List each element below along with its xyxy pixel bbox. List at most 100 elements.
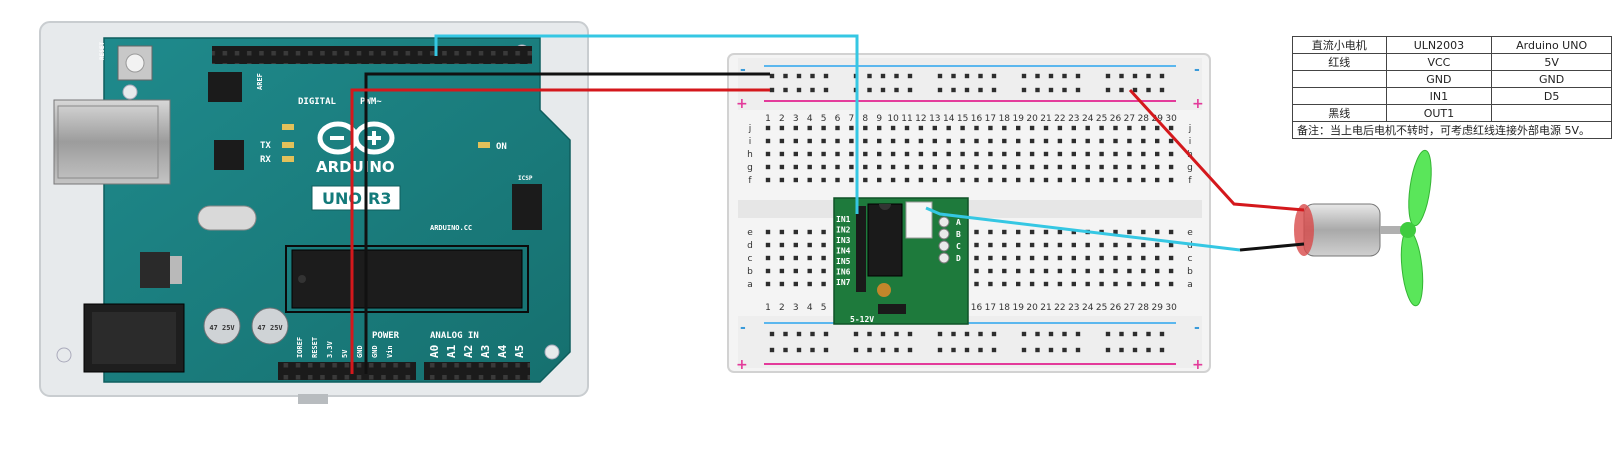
- power-pin-label: RESET: [311, 337, 319, 358]
- cyan-wire: [434, 34, 859, 214]
- column-number: 4: [807, 303, 813, 313]
- row-letter: c: [748, 254, 753, 264]
- digital-label: DIGITAL: [298, 97, 337, 107]
- column-number: 17: [985, 303, 996, 313]
- column-number: 30: [1165, 303, 1177, 313]
- module-output-label: A: [956, 218, 961, 227]
- table-cell: GND: [1491, 70, 1612, 88]
- column-number: 25: [1096, 114, 1107, 124]
- svg-text:47 25V: 47 25V: [257, 324, 283, 332]
- column-number: 11: [901, 114, 912, 124]
- table-header-row: 直流小电机 ULN2003 Arduino UNO: [1292, 36, 1612, 54]
- column-number: 27: [1124, 114, 1135, 124]
- power-pin-label: Vin: [386, 345, 394, 358]
- row-letter: f: [1188, 176, 1192, 186]
- motor-body: [1303, 203, 1381, 257]
- module-leds: [938, 216, 950, 264]
- uln2003-chip: [867, 203, 903, 277]
- column-number: 16: [971, 114, 983, 124]
- black-wire: [1239, 242, 1305, 252]
- row-letter: b: [1187, 267, 1193, 277]
- table-note-row: 备注：当上电后电机不转时，可考虑红线连接外部电源 5V。: [1292, 121, 1612, 139]
- row-letter: j: [1188, 124, 1192, 134]
- row-letter: j: [748, 124, 752, 134]
- power-pin-label: IOREF: [296, 337, 304, 358]
- module-input-label: IN5: [836, 257, 851, 266]
- pwm-label: PWM~: [360, 97, 382, 107]
- module-led: [938, 216, 950, 228]
- module-input-label: IN7: [836, 278, 851, 287]
- column-number: 14: [943, 114, 955, 124]
- rx-label: RX: [260, 155, 271, 165]
- column-number: 30: [1165, 114, 1177, 124]
- column-number: 17: [985, 114, 996, 124]
- table-cell: OUT1: [1385, 104, 1493, 122]
- row-letter: b: [747, 267, 753, 277]
- table-note: 备注：当上电后电机不转时，可考虑红线连接外部电源 5V。: [1292, 121, 1612, 139]
- cyan-wire: [925, 206, 1241, 252]
- column-number: 18: [999, 114, 1011, 124]
- tx-led: [282, 142, 294, 148]
- capacitor: 47 25V: [251, 307, 289, 345]
- table-cell: VCC: [1385, 53, 1493, 71]
- rail-minus-sign: -: [1194, 62, 1200, 78]
- reset-label: RESET: [99, 42, 106, 60]
- row-letter: a: [1187, 280, 1193, 290]
- analog-pin-label: A2: [462, 345, 475, 358]
- row-letter: f: [748, 176, 752, 186]
- module-output-label: D: [956, 254, 961, 263]
- row-letter: i: [749, 137, 752, 147]
- column-number: 21: [1040, 114, 1051, 124]
- column-number: 20: [1026, 114, 1038, 124]
- table-cell: 红线: [1292, 53, 1387, 71]
- motor-end-cap: [1294, 204, 1314, 256]
- column-number: 19: [1012, 303, 1024, 313]
- column-number: 2: [779, 303, 785, 313]
- voltage-regulator: [140, 252, 170, 288]
- module-led: [938, 228, 950, 240]
- usb-connector: [53, 99, 171, 185]
- dc-motor: [1294, 149, 1432, 307]
- case-tab: [298, 394, 328, 404]
- power-pin-label: GND: [371, 345, 379, 358]
- table-cell: 黑线: [1292, 104, 1387, 122]
- column-number: 4: [807, 114, 813, 124]
- column-number: 26: [1110, 114, 1122, 124]
- icsp-label: ICSP: [518, 175, 533, 182]
- module-input-label: IN1: [836, 215, 851, 224]
- arduino-logo: [317, 121, 395, 155]
- wires: [350, 34, 1305, 374]
- mounting-hole: [544, 344, 560, 360]
- column-number: 1: [765, 114, 771, 124]
- row-letter: d: [1187, 241, 1193, 251]
- column-number: 12: [915, 114, 926, 124]
- row-letter: g: [1187, 163, 1193, 173]
- row-letter: c: [1188, 254, 1193, 264]
- analog-pin-label: A1: [445, 344, 458, 358]
- on-led: [478, 142, 490, 148]
- power-pin-label: 3.3V: [326, 340, 334, 358]
- column-number: 24: [1082, 114, 1094, 124]
- icsp-header: [512, 184, 542, 230]
- mounting-hole: [56, 347, 72, 363]
- chip-socket: [285, 245, 529, 313]
- module-capacitor: [877, 283, 891, 297]
- module-input-label: IN4: [836, 247, 851, 256]
- column-number: 5: [821, 114, 827, 124]
- rail-minus-sign: -: [740, 62, 746, 78]
- arduino-site: ARDUINO.CC: [430, 224, 472, 232]
- column-number: 15: [957, 114, 968, 124]
- rail-minus-sign: -: [1194, 320, 1200, 336]
- usb-chip: [214, 140, 244, 170]
- table-cell: [1292, 70, 1387, 88]
- power-header: [278, 362, 416, 380]
- svg-text:UNO: UNO: [322, 189, 362, 208]
- power-jumper: [878, 304, 906, 314]
- column-number: 8: [862, 114, 868, 124]
- module-led: [938, 240, 950, 252]
